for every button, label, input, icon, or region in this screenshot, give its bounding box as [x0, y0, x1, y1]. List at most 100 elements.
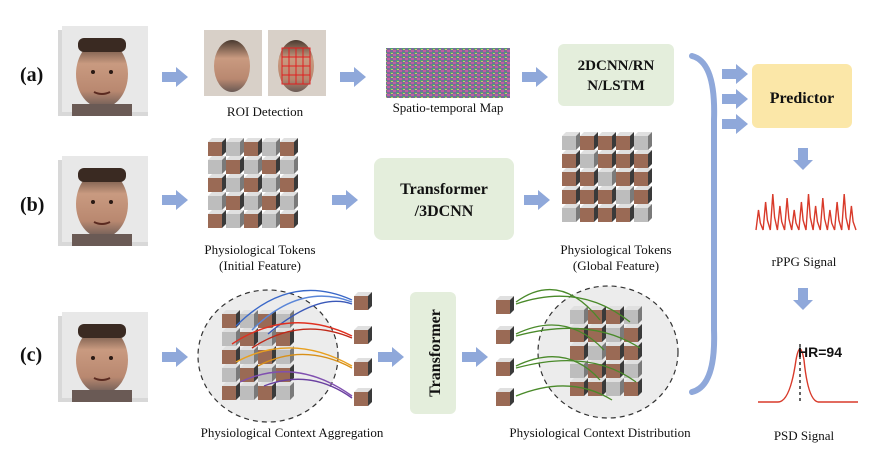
token-cube: [624, 306, 642, 324]
token-cube: [280, 174, 298, 192]
token-cube: [562, 186, 580, 204]
arrow-a1: [162, 67, 188, 87]
token-cube: [244, 174, 262, 192]
arrow-predictor-2: [722, 89, 748, 109]
dist-token-2: [496, 326, 514, 344]
token-cube: [580, 132, 598, 150]
token-cube: [634, 150, 652, 168]
arrow-c3: [462, 347, 488, 367]
token-cube: [262, 174, 280, 192]
row-label-a: (a): [20, 64, 43, 86]
token-cube: [208, 174, 226, 192]
arrow-b1: [162, 190, 188, 210]
transformer-vertical-label: Transformer: [427, 309, 444, 397]
token-cube: [562, 150, 580, 168]
token-cube: [580, 204, 598, 222]
predictor-label: Predictor: [770, 90, 835, 107]
token-cube: [634, 186, 652, 204]
row-label-b: (b): [20, 194, 44, 216]
transformer-box-line2: /3DCNN: [414, 203, 474, 220]
token-cube: [616, 204, 634, 222]
token-cube: [606, 324, 624, 342]
token-cube: [570, 324, 588, 342]
token-cube: [634, 132, 652, 150]
token-cube: [208, 138, 226, 156]
token-cube: [616, 150, 634, 168]
arrow-b2: [332, 190, 358, 210]
token-cube: [616, 186, 634, 204]
caption-context-distribution: Physiological Context Distribution: [509, 425, 691, 440]
cnn-box-line2: N/LSTM: [587, 78, 645, 94]
token-cube: [226, 138, 244, 156]
agg-token-2: [354, 326, 372, 344]
caption-tokens-global-2: (Global Feature): [573, 258, 659, 273]
input-face-c: [57, 311, 149, 403]
token-cube: [588, 324, 606, 342]
token-cube: [598, 132, 616, 150]
token-cube: [580, 186, 598, 204]
token-cube: [634, 204, 652, 222]
token-cube: [262, 210, 280, 228]
input-face-b: [57, 155, 149, 247]
aggregation-curves: [231, 289, 353, 399]
token-cube: [226, 174, 244, 192]
token-cube: [624, 342, 642, 360]
token-cube: [240, 382, 258, 400]
token-cube: [226, 156, 244, 174]
arrow-to-psd: [793, 288, 813, 310]
arrow-c1: [162, 347, 188, 367]
token-cube: [570, 342, 588, 360]
token-cube: [262, 156, 280, 174]
caption-tokens-initial-1: Physiological Tokens: [204, 242, 315, 257]
token-cube: [598, 186, 616, 204]
token-cube: [606, 378, 624, 396]
arrow-b3: [524, 190, 550, 210]
token-cube: [634, 168, 652, 186]
token-cube: [244, 138, 262, 156]
row-label-c: (c): [20, 344, 42, 366]
token-cube: [262, 138, 280, 156]
roi-detection-images: [204, 30, 326, 96]
caption-psd-signal: PSD Signal: [774, 428, 835, 443]
token-cube: [598, 168, 616, 186]
arrow-c2: [378, 347, 404, 367]
token-cube: [588, 342, 606, 360]
token-cube: [606, 342, 624, 360]
token-cube: [624, 324, 642, 342]
token-cube: [244, 210, 262, 228]
token-cube: [208, 192, 226, 210]
tokens-initial-cubes: [208, 138, 298, 228]
agg-token-3: [354, 358, 372, 376]
transformer-3dcnn-box: [374, 158, 514, 240]
spatio-temporal-map: [386, 48, 510, 98]
tokens-global-cubes: [562, 132, 652, 222]
token-cube: [598, 150, 616, 168]
token-cube: [562, 168, 580, 186]
arrow-predictor-1: [722, 64, 748, 84]
token-cube: [280, 210, 298, 228]
token-cube: [226, 192, 244, 210]
token-cube: [280, 138, 298, 156]
transformer-vertical-box: [410, 292, 456, 414]
caption-roi-detection: ROI Detection: [227, 104, 304, 119]
rppg-waveform: [755, 193, 857, 231]
token-cube: [606, 360, 624, 378]
cnn-box: [558, 44, 674, 106]
token-cube: [244, 192, 262, 210]
token-cube: [276, 382, 294, 400]
token-cube: [240, 346, 258, 364]
token-cube: [208, 210, 226, 228]
token-cube: [280, 192, 298, 210]
distribution-cubes: [570, 306, 642, 396]
transformer-box-line1: Transformer: [400, 181, 488, 198]
token-cube: [280, 156, 298, 174]
predictor-box: [752, 64, 852, 128]
token-cube: [226, 210, 244, 228]
token-cube: [616, 132, 634, 150]
token-cube: [208, 156, 226, 174]
arrow-a3: [522, 67, 548, 87]
dist-token-3: [496, 358, 514, 376]
token-cube: [562, 204, 580, 222]
token-cube: [570, 306, 588, 324]
